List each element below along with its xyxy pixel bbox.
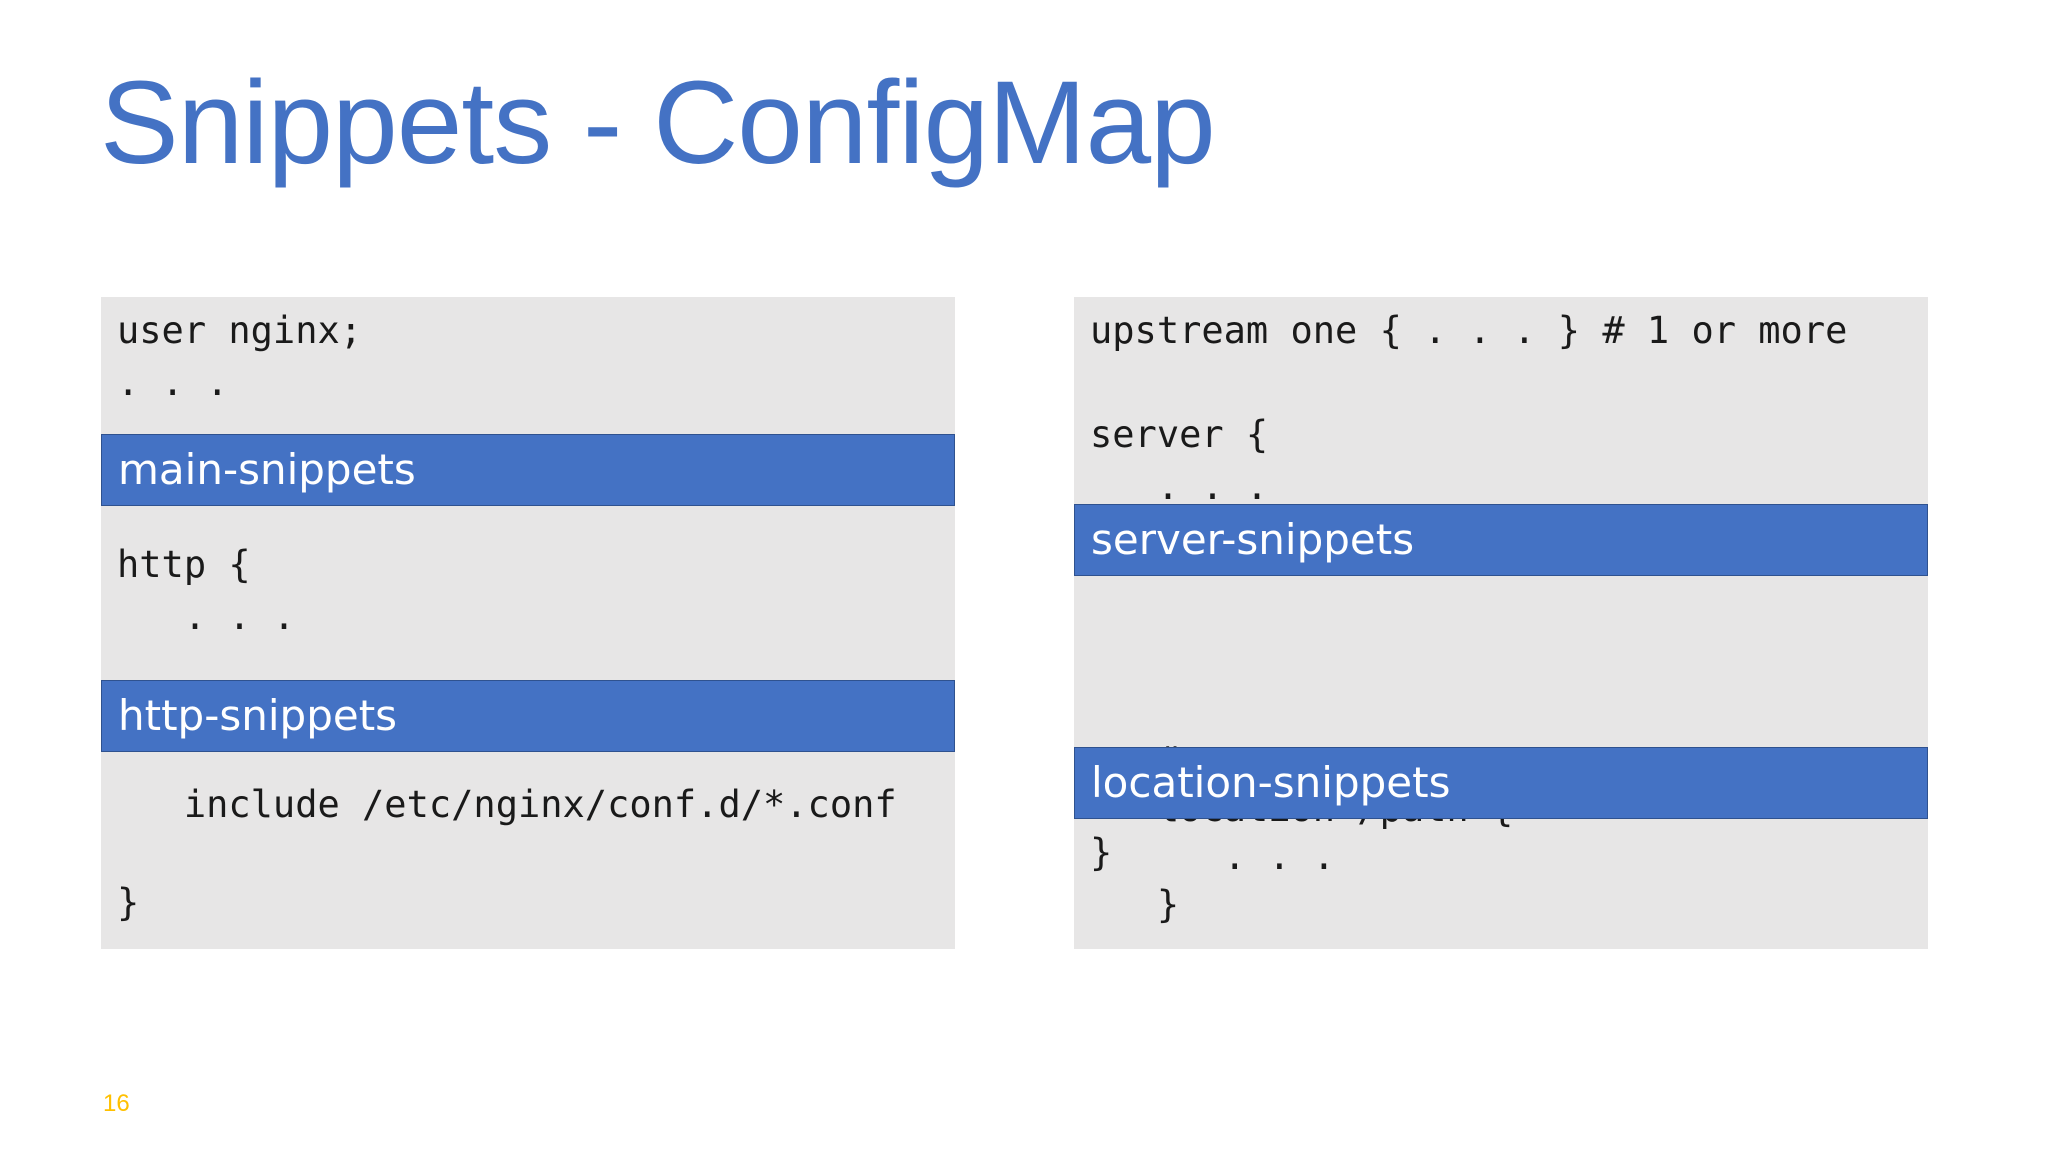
http-snippets-band: http-snippets: [101, 680, 955, 752]
main-snippets-band: main-snippets: [101, 434, 955, 506]
http-snippets-label: http-snippets: [118, 691, 398, 740]
server-snippets-label: server-snippets: [1091, 515, 1415, 564]
main-snippets-label: main-snippets: [118, 445, 416, 494]
upstream-server-code: upstream one { . . . } # 1 or more serve…: [1090, 309, 1848, 508]
slide-title: Snippets - ConfigMap: [100, 57, 1216, 189]
location-snippets-label: location-snippets: [1091, 758, 1451, 807]
server-location-config-panel: upstream one { . . . } # 1 or more serve…: [1074, 297, 1928, 949]
include-directive-code: include /etc/nginx/conf.d/*.conf: [117, 783, 897, 826]
location-snippets-band: location-snippets: [1074, 747, 1928, 819]
server-closing-brace: }: [1090, 831, 1113, 874]
http-closing-brace: }: [117, 881, 140, 924]
page-number: 16: [103, 1090, 130, 1117]
main-context-code: user nginx; . . .: [117, 309, 363, 404]
main-http-config-panel: user nginx; . . . main-snippets http { .…: [101, 297, 955, 949]
http-context-code: http { . . .: [117, 543, 296, 638]
server-snippets-band: server-snippets: [1074, 504, 1928, 576]
